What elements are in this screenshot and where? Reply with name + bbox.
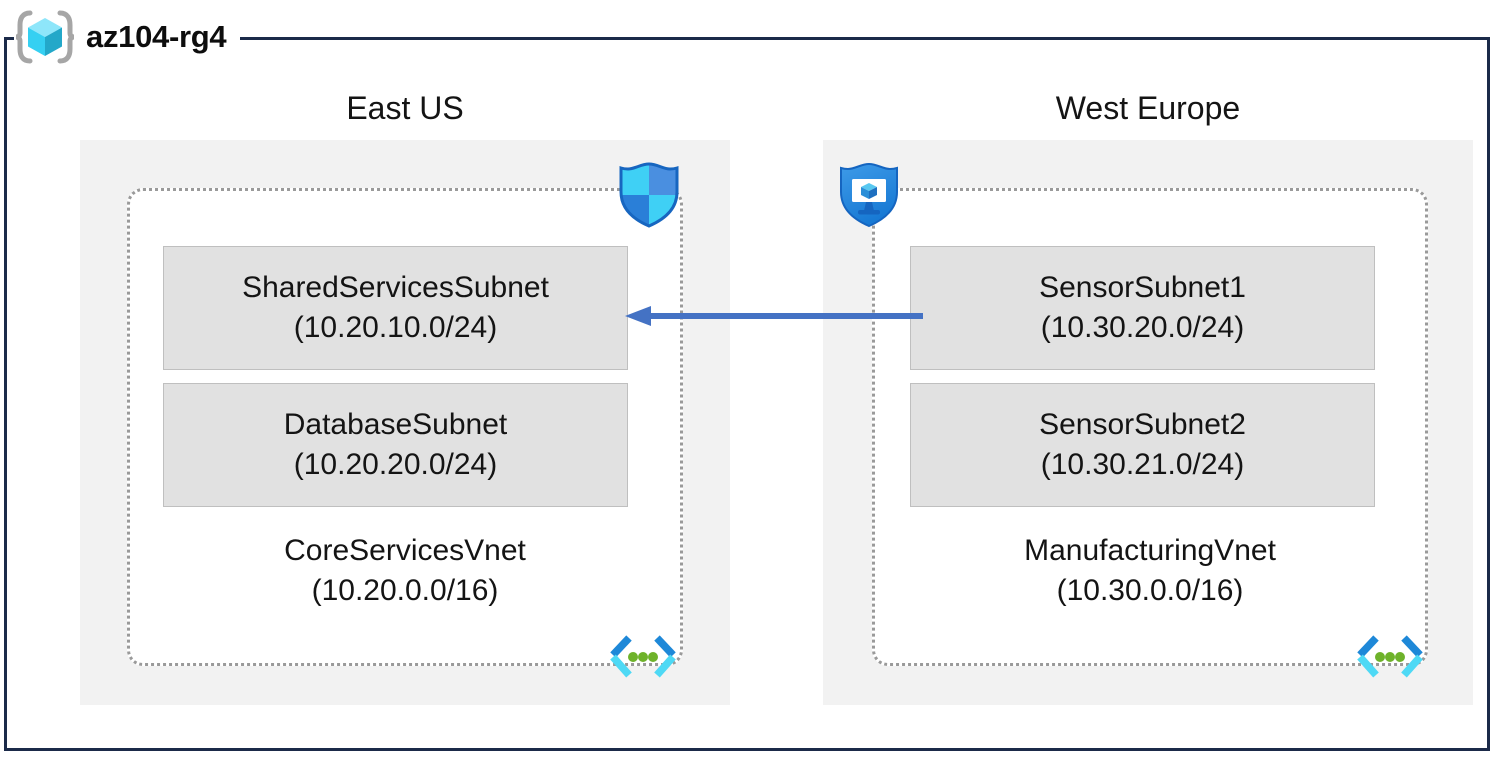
subnet-cidr: (10.30.20.0/24)	[1040, 311, 1245, 344]
vnet-manufacturing[interactable]: SensorSubnet1 (10.30.20.0/24) SensorSubn…	[872, 188, 1428, 678]
vnet-cidr: (10.30.0.0/16)	[1056, 574, 1244, 607]
subnet-name: DatabaseSubnet	[283, 408, 508, 441]
network-security-group-shield-icon	[617, 162, 681, 228]
subnet-shared-services[interactable]: SharedServicesSubnet (10.20.10.0/24)	[163, 246, 628, 370]
vnet-core-services[interactable]: SharedServicesSubnet (10.20.10.0/24) Dat…	[127, 188, 683, 678]
application-security-group-shield-icon	[837, 162, 901, 228]
vnet-cidr: (10.20.0.0/16)	[311, 574, 499, 607]
region-west-europe: West Europe SensorSubnet1 (10.30.20.0/24…	[823, 86, 1473, 705]
subnet-cidr: (10.20.10.0/24)	[293, 311, 498, 344]
vnet-name: ManufacturingVnet	[1024, 534, 1276, 567]
subnet-cidr: (10.30.21.0/24)	[1040, 448, 1245, 481]
region-east-us: East US SharedServicesSubnet (10.20.10.0…	[80, 86, 730, 705]
vnet-caption: CoreServicesVnet (10.20.0.0/16)	[130, 531, 680, 611]
resource-group-header: az104-rg4	[14, 6, 241, 68]
region-label: West Europe	[1055, 90, 1241, 126]
subnet-cidr: (10.20.20.0/24)	[293, 448, 498, 481]
subnet-name: SharedServicesSubnet	[242, 271, 549, 304]
subnet-name: SensorSubnet1	[1039, 271, 1246, 304]
subnet-database[interactable]: DatabaseSubnet (10.20.20.0/24)	[163, 383, 628, 507]
left-arrow-icon	[623, 303, 923, 329]
virtual-network-icon	[609, 634, 677, 680]
resource-group-cube-icon	[14, 9, 76, 65]
subnet-sensor-1[interactable]: SensorSubnet1 (10.30.20.0/24)	[910, 246, 1375, 370]
resource-group-name: az104-rg4	[86, 19, 227, 54]
subnet-sensor-2[interactable]: SensorSubnet2 (10.30.21.0/24)	[910, 383, 1375, 507]
region-box: SharedServicesSubnet (10.20.10.0/24) Dat…	[80, 140, 730, 705]
vnet-name: CoreServicesVnet	[284, 534, 526, 567]
region-label: East US	[346, 90, 464, 126]
vnet-caption: ManufacturingVnet (10.30.0.0/16)	[875, 531, 1425, 611]
resource-group-frame	[4, 37, 1490, 751]
region-box: SensorSubnet1 (10.30.20.0/24) SensorSubn…	[823, 140, 1473, 705]
virtual-network-icon	[1356, 634, 1424, 680]
subnet-name: SensorSubnet2	[1039, 408, 1246, 441]
